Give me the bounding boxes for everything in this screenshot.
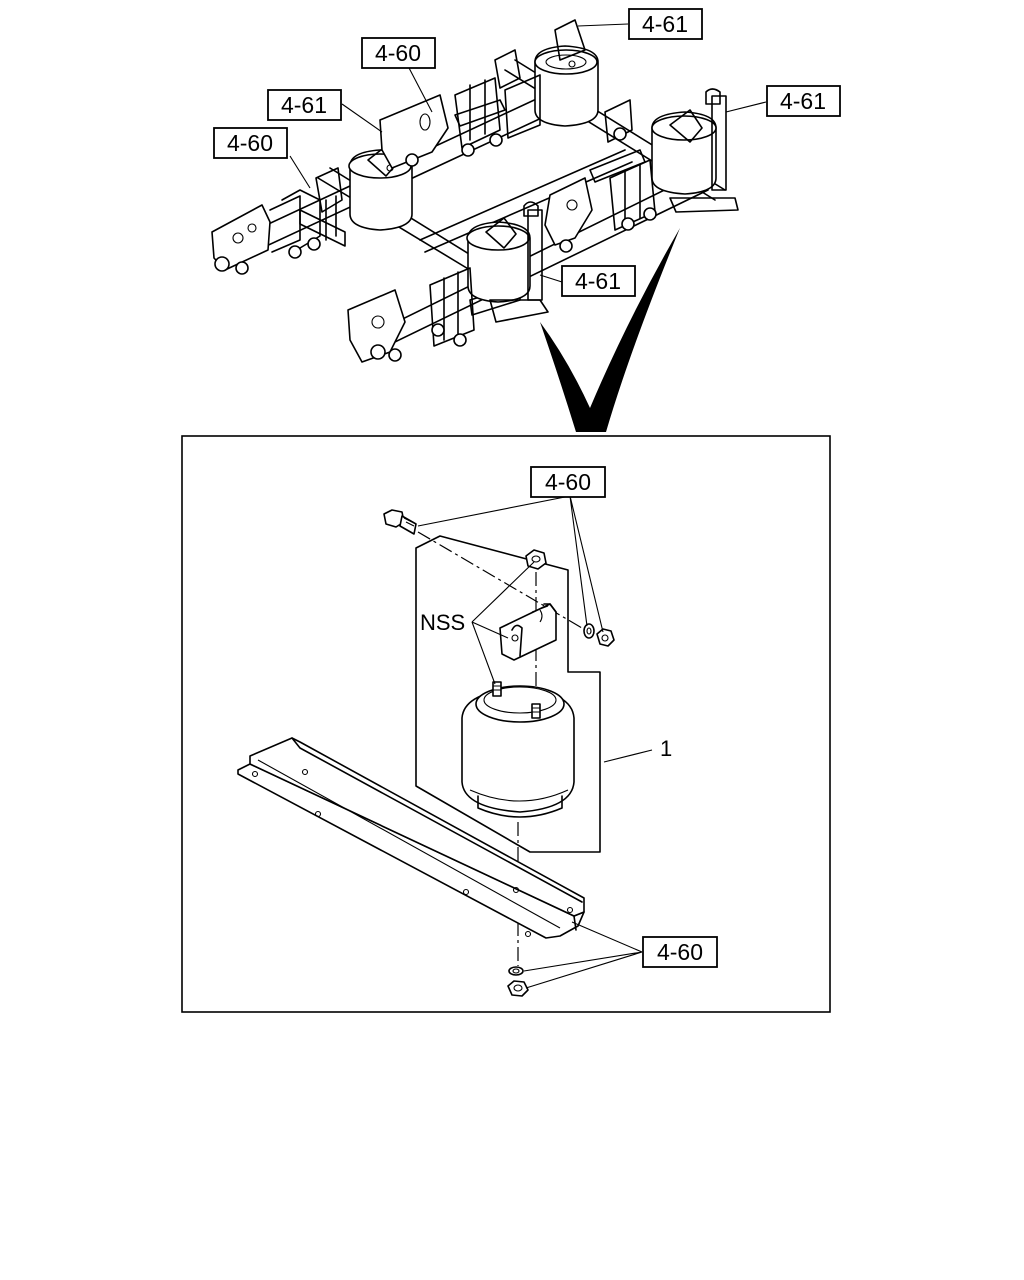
spring-seat-left: [315, 167, 343, 241]
air-spring-rear-right: [534, 19, 599, 127]
callout-label: 4-60: [545, 469, 591, 495]
callout-label: 4-60: [657, 939, 703, 965]
nut-right: [596, 628, 615, 647]
callout-detail-top: 4-60: [530, 466, 606, 498]
callout-leaders-upper: [289, 23, 767, 283]
callout-label: 4-60: [375, 40, 421, 66]
leader-detail-top: [417, 495, 604, 633]
hanger-bracket-left: [211, 189, 321, 275]
detail-pointer-arrow: [540, 228, 680, 432]
bolt: [383, 509, 417, 535]
mounting-bracket: [499, 603, 557, 661]
hanger-bracket-upper-middle: [379, 77, 503, 169]
callout-top-center: 4-60: [361, 37, 436, 69]
callout-label: 4-61: [642, 11, 688, 37]
washer-bottom: [508, 966, 524, 976]
callout-left-upper: 4-61: [267, 89, 342, 121]
washer-right: [583, 623, 595, 639]
callout-center-lower: 4-61: [561, 265, 636, 297]
callout-top-right-upper: 4-61: [628, 8, 703, 40]
hanger-bracket-top-right: [494, 49, 633, 143]
nut-bottom: [507, 980, 529, 997]
hanger-bracket-right: [544, 159, 739, 253]
callout-label: 4-60: [227, 130, 273, 156]
air-spring-center: [466, 201, 543, 303]
detail-frame: [181, 435, 831, 1013]
callout-label: 4-61: [575, 268, 621, 294]
hanger-bracket-lower: [347, 267, 549, 363]
item-group-outline: [415, 535, 601, 853]
callout-right: 4-61: [766, 85, 841, 117]
leader-item-1: [603, 749, 653, 763]
detail-view: 4-60 4-60 NSS 1: [237, 466, 718, 997]
callout-label: 4-61: [780, 88, 826, 114]
leader-detail-bottom: [523, 921, 643, 989]
callout-left-lower: 4-60: [213, 127, 288, 159]
suspension-assembly: [211, 19, 739, 363]
item-number-label: 1: [660, 736, 672, 761]
nss-label: NSS: [420, 610, 465, 635]
callout-label: 4-61: [281, 92, 327, 118]
air-spring: [461, 681, 575, 818]
leader-nss: [471, 561, 535, 685]
cross-member-channel: [237, 737, 585, 939]
air-spring-right: [651, 88, 727, 195]
callout-detail-bottom: 4-60: [642, 936, 718, 968]
